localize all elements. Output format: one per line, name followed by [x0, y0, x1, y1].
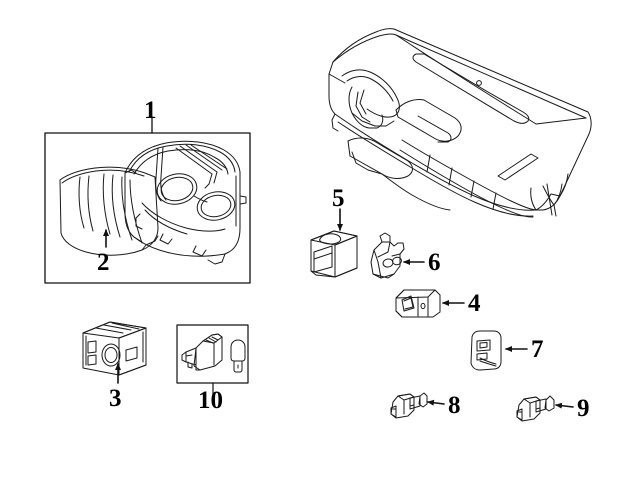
leader-arrow-9 — [555, 402, 574, 409]
hazard-switch-module — [310, 230, 358, 278]
callout-label-7: 7 — [531, 336, 544, 363]
callout-label-1: 1 — [144, 97, 157, 124]
callout-label-5: 5 — [332, 185, 345, 212]
trunk-release-switch-module — [395, 289, 441, 318]
callout-1-group-box — [44, 117, 251, 284]
leader-arrow-8 — [427, 399, 445, 406]
callout-label-3: 3 — [109, 385, 122, 412]
callout-label-9: 9 — [577, 395, 590, 422]
callout-10-group-box — [176, 324, 249, 399]
instrument-cluster-housing — [124, 140, 247, 265]
ignition-switch-module — [181, 333, 223, 371]
callout-label-2: 2 — [97, 249, 110, 276]
seat-heater-switch-module — [370, 232, 405, 279]
brake-light-switch-module — [390, 392, 428, 419]
dashboard-panel-assembly — [328, 28, 592, 218]
instrument-cluster-lens — [59, 166, 159, 256]
callout-leaders — [103, 208, 574, 409]
callout-label-6: 6 — [428, 249, 441, 276]
courtesy-lamp-switch-module — [516, 395, 555, 422]
callout-label-10: 10 — [198, 387, 223, 414]
callout-label-4: 4 — [468, 290, 481, 317]
ignition-key — [230, 339, 246, 373]
callout-label-8: 8 — [448, 392, 461, 419]
fuel-door-release-switch-module — [470, 330, 502, 371]
headlight-switch-module — [82, 321, 147, 376]
